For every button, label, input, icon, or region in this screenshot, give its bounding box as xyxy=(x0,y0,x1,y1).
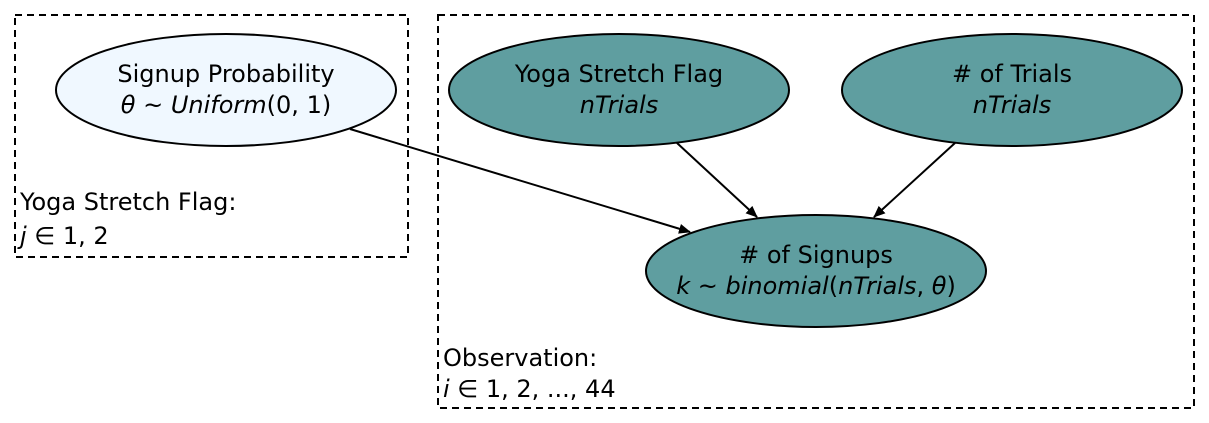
node-trials-label: # of Trials xyxy=(952,60,1072,88)
node-signups-dist: k ~ binomial(nTrials, θ) xyxy=(676,272,956,300)
plate-yoga-index: j ∈ 1, 2 xyxy=(17,222,109,250)
node-signup-probability-dist: θ ~ Uniform(0, 1) xyxy=(121,91,331,119)
node-signups-label: # of Signups xyxy=(739,241,893,269)
node-signup-probability-label: Signup Probability xyxy=(117,60,334,88)
edge-probability-to-signups xyxy=(349,128,691,234)
edge-trials-to-signups xyxy=(873,142,956,218)
edge-yoga-flag-to-signups xyxy=(676,142,758,218)
node-number-of-trials: # of Trials nTrials xyxy=(841,33,1183,147)
node-yoga-stretch-flag: Yoga Stretch Flag nTrials xyxy=(448,33,790,147)
node-trials-sub: nTrials xyxy=(973,91,1051,119)
plate-observation xyxy=(437,14,1195,409)
plate-yoga-stretch-flag xyxy=(14,14,409,258)
node-yoga-flag-sub: nTrials xyxy=(580,91,658,119)
node-yoga-flag-label: Yoga Stretch Flag xyxy=(514,60,723,88)
plate-observation-title: Observation: xyxy=(443,344,597,372)
node-number-of-signups: # of Signups k ~ binomial(nTrials, θ) xyxy=(645,214,987,328)
plate-yoga-title: Yoga Stretch Flag: xyxy=(19,188,236,216)
plate-observation-index: i ∈ 1, 2, ..., 44 xyxy=(443,375,616,403)
node-signup-probability: Signup Probability θ ~ Uniform(0, 1) xyxy=(55,33,397,147)
